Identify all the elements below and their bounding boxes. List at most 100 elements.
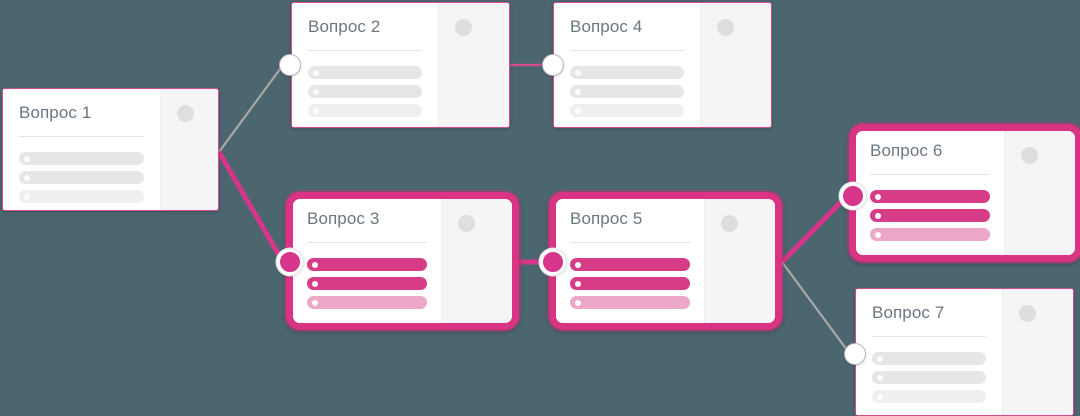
answer-bullet-icon — [575, 69, 581, 76]
answer-option[interactable] — [308, 85, 422, 98]
connector-node-card-3-in[interactable] — [277, 249, 303, 275]
card-title: Вопрос 2 — [308, 17, 381, 36]
answer-bullet-icon — [875, 231, 881, 238]
card-side-panel — [1004, 131, 1075, 255]
answer-bullet-icon — [575, 299, 581, 306]
answer-option[interactable] — [19, 190, 144, 203]
card-side-panel — [438, 3, 509, 127]
answer-bullet-icon — [313, 69, 319, 76]
answer-bullet-icon — [313, 88, 319, 95]
card-media-placeholder-icon — [1019, 305, 1036, 322]
answer-bullet-icon — [877, 355, 883, 362]
answer-bullet-icon — [24, 174, 30, 181]
edge-card-5-to-card-7 — [781, 261, 851, 355]
card-body: Вопрос 7 — [856, 289, 1002, 415]
card-body: Вопрос 3 — [293, 199, 441, 323]
answer-list — [19, 152, 144, 203]
answer-option[interactable] — [570, 104, 684, 117]
question-card-4[interactable]: Вопрос 4 — [553, 2, 772, 128]
answer-option[interactable] — [870, 228, 990, 241]
card-media-placeholder-icon — [1021, 147, 1038, 164]
card-media-placeholder-icon — [455, 19, 472, 36]
answer-bullet-icon — [575, 280, 581, 287]
edge-card-1-to-card-3 — [216, 150, 286, 264]
card-divider — [870, 174, 990, 175]
card-body: Вопрос 6 — [856, 131, 1004, 255]
card-media-placeholder-icon — [721, 215, 738, 232]
answer-bullet-icon — [313, 107, 319, 114]
card-side-panel — [160, 89, 218, 210]
answer-option[interactable] — [19, 171, 144, 184]
answer-bullet-icon — [312, 299, 318, 306]
answer-bullet-icon — [24, 155, 30, 162]
question-card-6[interactable]: Вопрос 6 — [849, 124, 1080, 262]
card-side-panel — [1002, 289, 1073, 415]
answer-bullet-icon — [312, 261, 318, 268]
card-body: Вопрос 1 — [3, 89, 160, 210]
card-title: Вопрос 6 — [870, 141, 943, 160]
answer-bullet-icon — [24, 193, 30, 200]
connector-node-card-7-in[interactable] — [844, 343, 866, 365]
card-divider — [570, 242, 690, 243]
card-title: Вопрос 4 — [570, 17, 643, 36]
card-media-placeholder-icon — [717, 19, 734, 36]
card-title: Вопрос 7 — [872, 303, 945, 322]
card-title: Вопрос 3 — [307, 209, 380, 228]
question-card-5[interactable]: Вопрос 5 — [549, 192, 782, 330]
answer-option[interactable] — [570, 258, 690, 271]
card-divider — [19, 136, 144, 137]
answer-list — [570, 258, 690, 309]
answer-option[interactable] — [570, 66, 684, 79]
edge-card-5-to-card-6 — [780, 194, 849, 264]
answer-list — [307, 258, 427, 309]
answer-list — [872, 352, 986, 403]
answer-option[interactable] — [19, 152, 144, 165]
card-side-panel — [700, 3, 771, 127]
answer-bullet-icon — [875, 193, 881, 200]
edge-card-1-to-card-2 — [218, 64, 284, 153]
card-side-panel — [441, 199, 512, 323]
question-card-7[interactable]: Вопрос 7 — [855, 288, 1074, 416]
answer-option[interactable] — [308, 66, 422, 79]
card-divider — [308, 50, 422, 51]
answer-option[interactable] — [307, 258, 427, 271]
card-title: Вопрос 1 — [19, 103, 92, 122]
answer-option[interactable] — [570, 296, 690, 309]
answer-list — [570, 66, 684, 117]
card-title: Вопрос 5 — [570, 209, 643, 228]
answer-option[interactable] — [570, 85, 684, 98]
connector-node-card-4-in[interactable] — [542, 54, 564, 76]
connector-node-card-6-in[interactable] — [840, 183, 866, 209]
card-media-placeholder-icon — [458, 215, 475, 232]
question-card-2[interactable]: Вопрос 2 — [291, 2, 510, 128]
card-body: Вопрос 4 — [554, 3, 700, 127]
card-divider — [570, 50, 684, 51]
card-body: Вопрос 2 — [292, 3, 438, 127]
answer-bullet-icon — [575, 261, 581, 268]
answer-bullet-icon — [312, 280, 318, 287]
answer-option[interactable] — [872, 371, 986, 384]
card-side-panel — [704, 199, 775, 323]
answer-bullet-icon — [575, 88, 581, 95]
card-divider — [872, 336, 986, 337]
answer-option[interactable] — [870, 190, 990, 203]
answer-list — [870, 190, 990, 241]
connector-node-card-2-in[interactable] — [279, 54, 301, 76]
answer-option[interactable] — [870, 209, 990, 222]
answer-bullet-icon — [575, 107, 581, 114]
answer-bullet-icon — [875, 212, 881, 219]
answer-option[interactable] — [570, 277, 690, 290]
answer-option[interactable] — [307, 296, 427, 309]
card-body: Вопрос 5 — [556, 199, 704, 323]
card-divider — [307, 242, 427, 243]
card-media-placeholder-icon — [177, 105, 194, 122]
answer-option[interactable] — [308, 104, 422, 117]
answer-option[interactable] — [872, 390, 986, 403]
question-card-1[interactable]: Вопрос 1 — [2, 88, 219, 211]
answer-option[interactable] — [307, 277, 427, 290]
question-card-3[interactable]: Вопрос 3 — [286, 192, 519, 330]
answer-option[interactable] — [872, 352, 986, 365]
answer-bullet-icon — [877, 393, 883, 400]
connector-node-card-5-in[interactable] — [540, 249, 566, 275]
